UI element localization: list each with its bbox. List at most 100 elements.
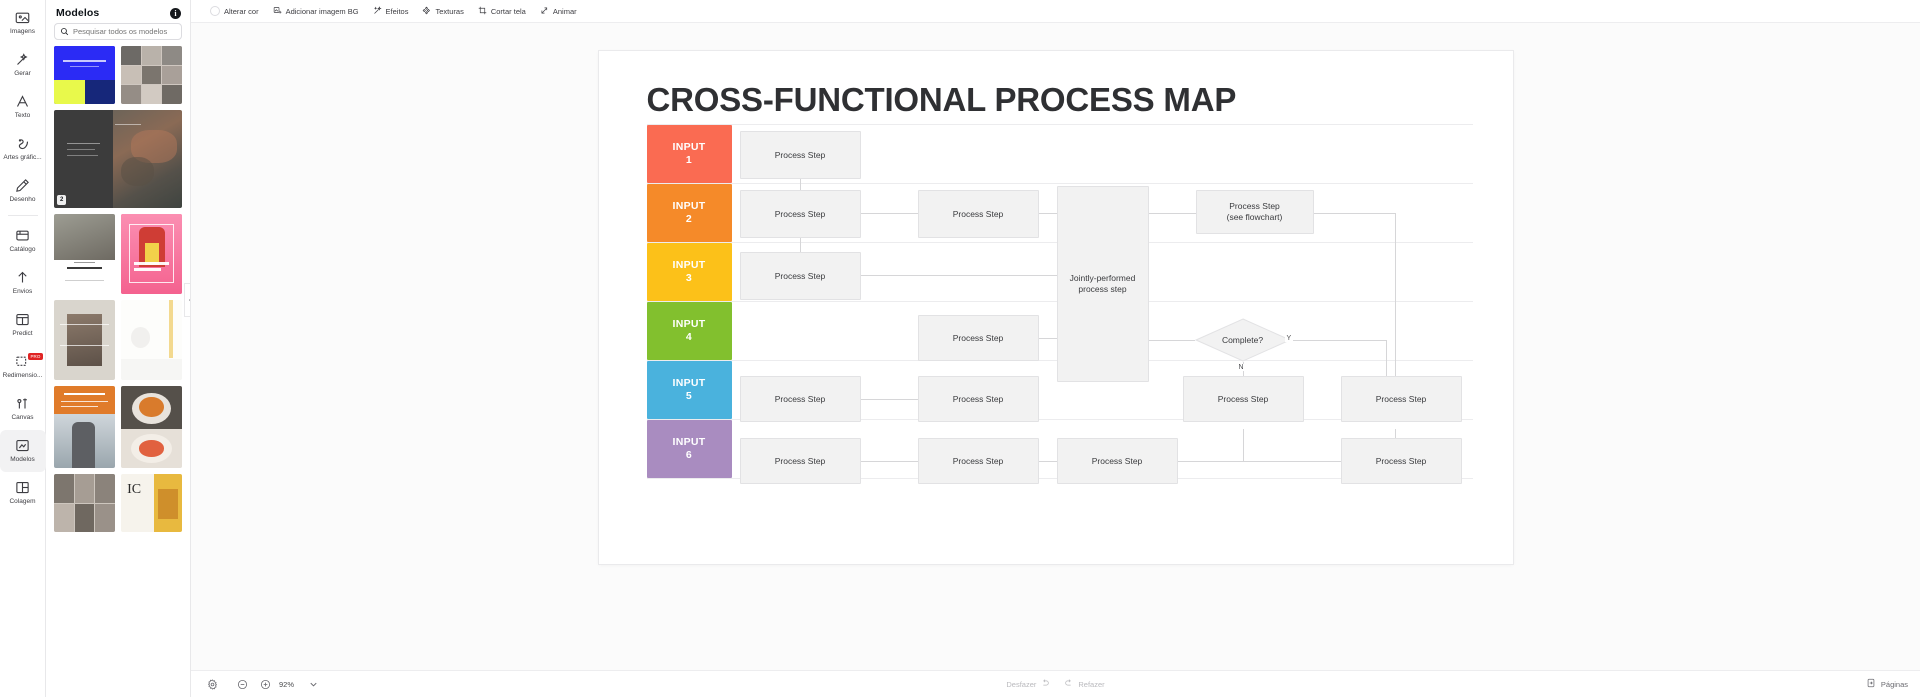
alterar-cor-button[interactable]: Alterar cor: [203, 3, 266, 20]
chevron-down-icon[interactable]: [304, 675, 322, 693]
redo-icon: [1064, 678, 1074, 690]
node-label-line1: Process Step: [1229, 201, 1280, 211]
sidebar-item-imagens[interactable]: Imagens: [0, 2, 46, 44]
process-node[interactable]: Process Step: [739, 438, 861, 484]
canvas-area[interactable]: CROSS-FUNCTIONAL PROCESS MAP INPUT 1: [191, 23, 1920, 670]
button-label: Adicionar imagem BG: [285, 6, 359, 16]
sidebar-item-artes-graficas[interactable]: Artes gráfic...: [0, 128, 46, 170]
template-orange-winter[interactable]: [54, 386, 115, 468]
sidebar-item-canvas[interactable]: Canvas: [0, 388, 46, 430]
textures-icon: [422, 6, 431, 17]
gear-icon[interactable]: [203, 675, 221, 693]
process-node[interactable]: Process Step: [917, 315, 1039, 361]
lane-header-input-4[interactable]: INPUT 4: [646, 302, 732, 360]
sidebar-item-redimensionar[interactable]: PRO Redimensio...: [0, 346, 46, 388]
panel-collapse-button[interactable]: ‹: [184, 283, 190, 317]
sidebar-item-envios[interactable]: Envios: [0, 262, 46, 304]
process-node[interactable]: Process Step: [739, 376, 861, 422]
animar-button[interactable]: Animar: [533, 3, 584, 20]
button-label: Alterar cor: [224, 6, 259, 16]
collage-icon: [15, 480, 30, 495]
node-label: Process Step: [774, 393, 826, 404]
template-photo-grid[interactable]: [121, 46, 182, 104]
template-perfect-portrait[interactable]: [54, 214, 115, 294]
template-light-minimal[interactable]: [121, 300, 182, 380]
process-node[interactable]: Process Step: [917, 438, 1039, 484]
sidebar-label: Modelos: [10, 455, 35, 463]
lane-label-line2: 3: [685, 272, 693, 284]
template-dark-floral[interactable]: 2: [54, 110, 182, 208]
zoom-in-icon[interactable]: [256, 675, 274, 693]
template-yellow-ic[interactable]: IC: [121, 474, 182, 532]
efeitos-button[interactable]: Efeitos: [366, 3, 416, 20]
process-node[interactable]: Process Step: [917, 376, 1039, 422]
cortar-tela-button[interactable]: Cortar tela: [471, 3, 533, 20]
template-collage-grid[interactable]: [54, 474, 115, 532]
lane-header-input-6[interactable]: INPUT 6: [646, 420, 732, 478]
button-label: Texturas: [435, 6, 464, 16]
lane-label-line1: INPUT: [672, 377, 706, 389]
button-label: Cortar tela: [490, 6, 526, 16]
design-page[interactable]: CROSS-FUNCTIONAL PROCESS MAP INPUT 1: [598, 51, 1513, 564]
lane-header-input-5[interactable]: INPUT 5: [646, 361, 732, 419]
process-node[interactable]: Process Step: [1340, 438, 1462, 484]
sidebar-label: Artes gráfic...: [3, 153, 42, 161]
template-row: [54, 214, 182, 294]
lane-header-input-2[interactable]: INPUT 2: [646, 184, 732, 242]
zoom-out-icon[interactable]: [233, 675, 251, 693]
node-label: Process Step: [1375, 455, 1427, 466]
sidebar-item-gerar[interactable]: Gerar: [0, 44, 46, 86]
connector: [799, 155, 801, 213]
redo-button[interactable]: Refazer: [1064, 678, 1105, 690]
process-node[interactable]: Process Step: [739, 190, 861, 238]
zoom-level[interactable]: 92%: [279, 679, 295, 689]
decision-node[interactable]: Complete?: [1194, 318, 1291, 362]
process-node[interactable]: Process Step: [739, 131, 861, 179]
node-label-line2: (see flowchart): [1226, 212, 1283, 222]
sidebar-item-catalogo[interactable]: Catálogo: [0, 220, 46, 262]
lane-label-line2: 5: [685, 390, 693, 402]
lane-header-input-3[interactable]: INPUT 3: [646, 243, 732, 301]
undo-button[interactable]: Desfazer: [1006, 678, 1050, 690]
template-feeling-fresh[interactable]: [121, 214, 182, 294]
sidebar-label: Imagens: [10, 27, 35, 35]
sidebar-item-desenho[interactable]: Desenho: [0, 170, 46, 212]
pages-icon: [1866, 678, 1876, 690]
search-input[interactable]: [73, 27, 176, 36]
process-node[interactable]: Process Step: [739, 252, 861, 300]
connector: [860, 275, 1057, 276]
process-node-see-flowchart[interactable]: Process Step (see flowchart): [1195, 190, 1314, 234]
status-bar: 92% Desfazer Refazer: [191, 670, 1920, 697]
template-beige-editorial[interactable]: [54, 300, 115, 380]
lane-header-input-1[interactable]: INPUT 1: [646, 125, 732, 183]
add-image-icon: [273, 6, 282, 17]
process-node[interactable]: Process Step: [1340, 376, 1462, 422]
upload-icon: [15, 270, 30, 285]
sidebar-label: Predict: [12, 329, 33, 337]
process-node[interactable]: Process Step: [1182, 376, 1304, 422]
context-toolbar: Alterar cor Adicionar imagem BG Efeitos …: [191, 0, 1920, 23]
connector: [1242, 429, 1244, 461]
template-blue-brand[interactable]: [54, 46, 115, 104]
adicionar-imagem-bg-button[interactable]: Adicionar imagem BG: [266, 3, 366, 20]
sidebar-label: Desenho: [9, 195, 36, 203]
process-node[interactable]: Process Step: [917, 190, 1039, 238]
sidebar-item-colagem[interactable]: Colagem: [0, 472, 46, 514]
node-label: Process Step: [774, 455, 826, 466]
rail-divider: [7, 215, 38, 216]
jointly-performed-node[interactable]: Jointly-performed process step: [1056, 186, 1149, 382]
sidebar-item-modelos[interactable]: Modelos: [0, 430, 46, 472]
redo-label: Refazer: [1078, 679, 1105, 689]
lane-label-line1: INPUT: [672, 436, 706, 448]
lane-label-line1: INPUT: [672, 200, 706, 212]
search-box[interactable]: [54, 23, 182, 40]
template-food-plate[interactable]: [121, 386, 182, 468]
texturas-button[interactable]: Texturas: [415, 3, 470, 20]
sidebar-item-predict[interactable]: Predict: [0, 304, 46, 346]
sidebar-item-texto[interactable]: Texto: [0, 86, 46, 128]
pages-button[interactable]: Páginas: [1866, 678, 1908, 690]
info-icon[interactable]: i: [170, 7, 181, 19]
node-label-line2: process step: [1078, 284, 1127, 294]
process-node[interactable]: Process Step: [1056, 438, 1178, 484]
